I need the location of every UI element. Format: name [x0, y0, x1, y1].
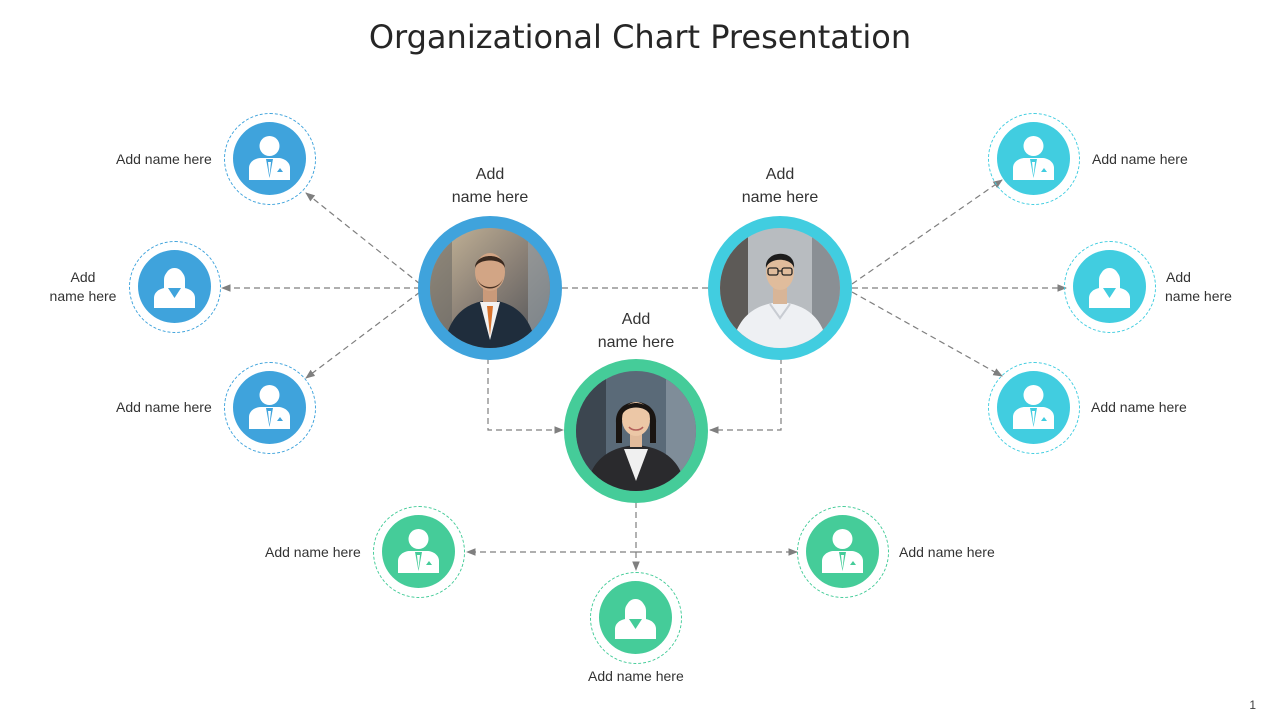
- leader-center-label: Add name here: [556, 308, 716, 354]
- member-right-bottom-label: Add name here: [1091, 399, 1187, 415]
- connector-right-bottom: [851, 291, 1003, 377]
- member-bottom-left-label: Add name here: [265, 544, 361, 560]
- member-left-top-node[interactable]: [224, 113, 316, 205]
- leader-right-label-line1: Add: [765, 166, 795, 183]
- member-right-middle-label-line1: Add: [1166, 269, 1191, 285]
- leader-center-label-line2: name here: [597, 334, 675, 351]
- leader-left-photo: [430, 228, 550, 348]
- member-right-middle-label: Add name here: [1165, 268, 1245, 306]
- member-left-top-label: Add name here: [116, 151, 212, 167]
- member-right-top-label: Add name here: [1092, 151, 1188, 167]
- connector-left-bottom: [305, 291, 421, 379]
- leader-left-label-line2: name here: [451, 189, 529, 206]
- member-right-top-node[interactable]: [988, 113, 1080, 205]
- female-user-icon: [138, 250, 211, 323]
- leader-center-photo: [576, 371, 696, 491]
- connector-right-to-center: [709, 358, 782, 434]
- female-user-icon: [599, 581, 672, 654]
- leader-left-label: Add name here: [410, 163, 570, 209]
- male-user-icon: [382, 515, 455, 588]
- leader-right-node[interactable]: [708, 216, 852, 360]
- member-left-middle-node[interactable]: [129, 241, 221, 333]
- male-user-icon: [997, 371, 1070, 444]
- member-left-middle-label-line2: name here: [49, 288, 117, 304]
- leader-right-label: Add name here: [700, 163, 860, 209]
- member-left-middle-label-line1: Add: [70, 269, 96, 285]
- connector-right-top: [851, 179, 1003, 285]
- male-user-icon: [233, 371, 306, 444]
- leader-right-label-line2: name here: [741, 189, 819, 206]
- male-user-icon: [997, 122, 1070, 195]
- page-title: Organizational Chart Presentation: [368, 18, 912, 56]
- connector-left-to-center: [487, 358, 564, 434]
- member-right-middle-label-line2: name here: [1165, 288, 1232, 304]
- leader-left-label-line1: Add: [475, 166, 505, 183]
- male-user-icon: [806, 515, 879, 588]
- member-left-bottom-label: Add name here: [116, 399, 212, 415]
- female-user-icon: [1073, 250, 1146, 323]
- leader-center-node[interactable]: [564, 359, 708, 503]
- member-bottom-left-node[interactable]: [373, 506, 465, 598]
- leader-right-photo: [720, 228, 840, 348]
- member-bottom-right-node[interactable]: [797, 506, 889, 598]
- member-right-middle-node[interactable]: [1064, 241, 1156, 333]
- leader-center-label-line1: Add: [621, 311, 651, 328]
- member-right-bottom-node[interactable]: [988, 362, 1080, 454]
- connector-left-top: [305, 192, 421, 285]
- member-bottom-center-node[interactable]: [590, 572, 682, 664]
- male-user-icon: [233, 122, 306, 195]
- member-bottom-center-label: Add name here: [588, 668, 684, 684]
- member-left-middle-label: Add name here: [48, 268, 118, 306]
- leader-left-node[interactable]: [418, 216, 562, 360]
- member-bottom-right-label: Add name here: [899, 544, 995, 560]
- member-left-bottom-node[interactable]: [224, 362, 316, 454]
- page-number: 1: [1249, 698, 1256, 712]
